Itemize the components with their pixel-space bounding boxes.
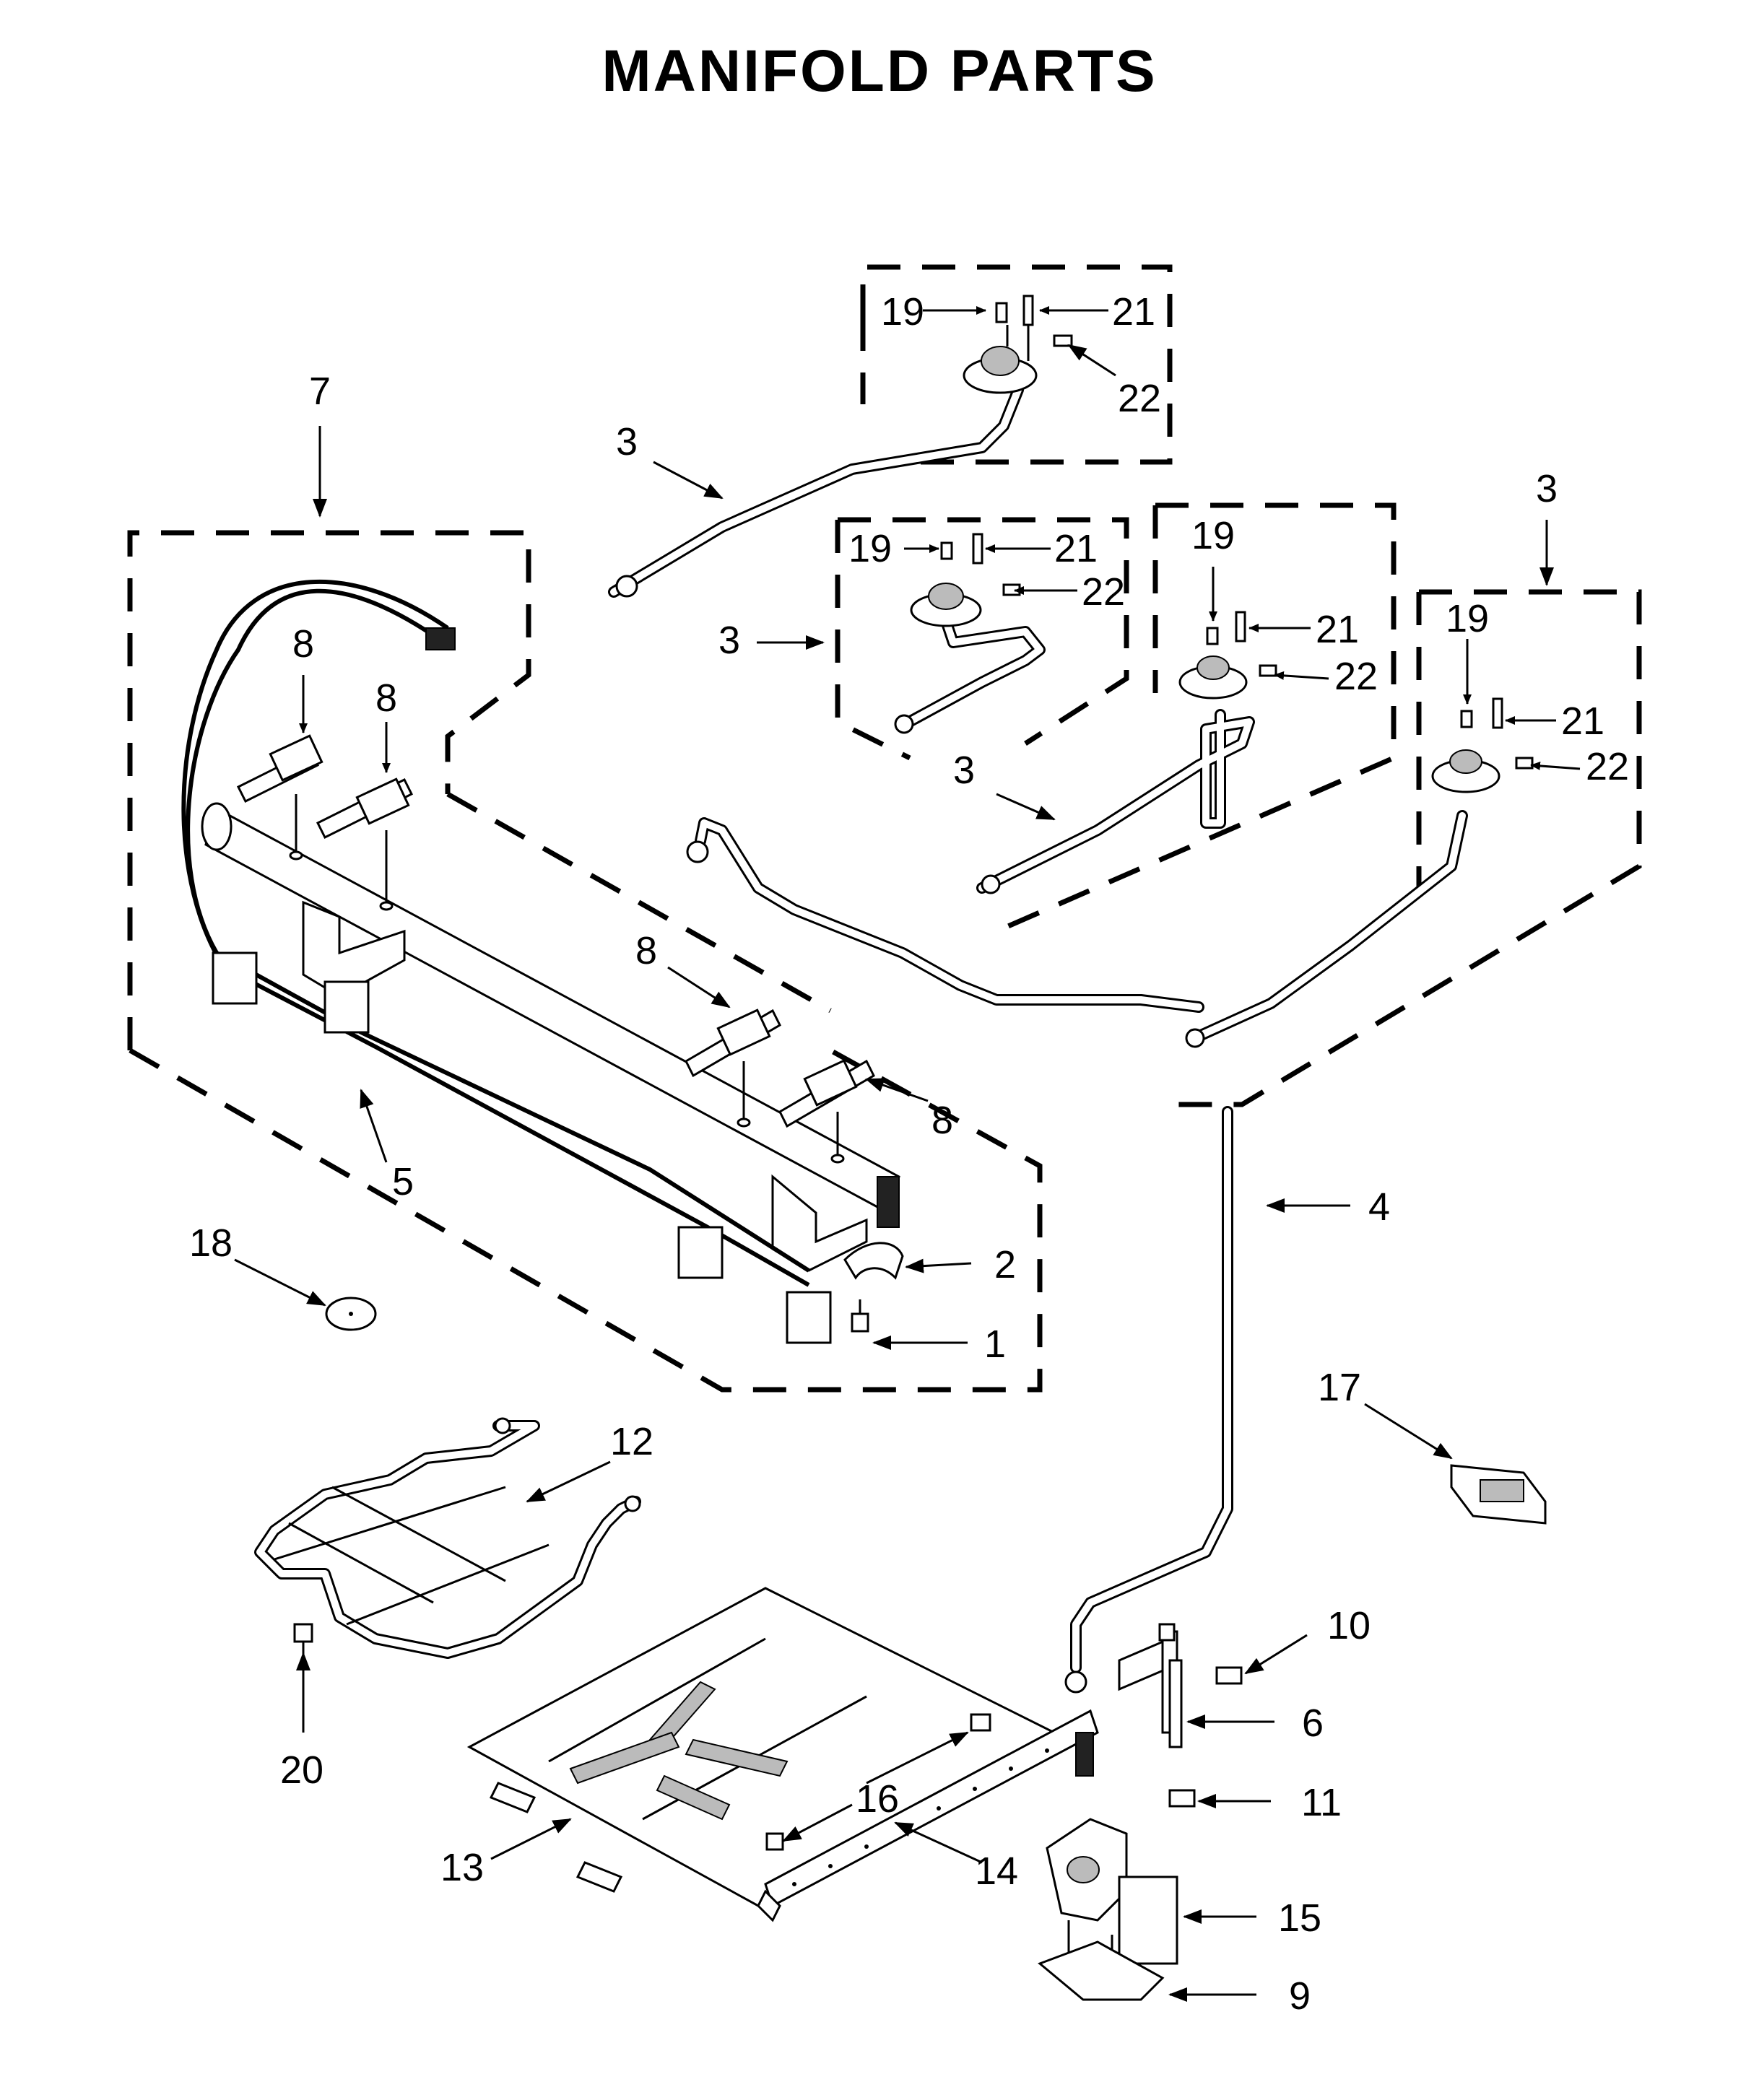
callout-10: 10 [1327, 1604, 1371, 1647]
broil-element [254, 1417, 641, 1659]
element-screw [293, 1623, 313, 1660]
valve-heat-shield [1038, 1940, 1165, 2001]
igniter-bracket [1118, 1623, 1183, 1748]
valve-screw [1168, 1789, 1196, 1808]
callout-numbers: 7 3 3 3 3 19 21 22 19 21 22 19 21 22 19 … [189, 290, 1629, 2018]
callout-18: 18 [189, 1221, 233, 1265]
manifold-clamp [843, 1242, 904, 1280]
callout-16: 16 [856, 1777, 899, 1821]
oven-safety-valve [1046, 1732, 1178, 1979]
callout-22-top: 22 [1118, 377, 1161, 420]
burner-valves [236, 734, 875, 1164]
callout-9: 9 [1289, 1974, 1311, 2018]
callout-21-top: 21 [1112, 290, 1155, 334]
callout-15: 15 [1278, 1896, 1321, 1940]
burner-screw [765, 1713, 991, 1851]
bracket-screw [1215, 1666, 1243, 1685]
oven-supply-tube [686, 817, 1204, 1013]
burner-plate [466, 1587, 1057, 1907]
callout-14: 14 [975, 1850, 1018, 1893]
manifold-pipe [201, 802, 900, 1272]
callout-8-c: 8 [635, 929, 657, 972]
callout-17: 17 [1318, 1366, 1361, 1409]
callout-1: 1 [984, 1323, 1006, 1366]
callout-22-far-right: 22 [1586, 745, 1629, 788]
callout-12: 12 [610, 1420, 653, 1463]
callout-8-a: 8 [292, 622, 314, 666]
callout-19-right: 19 [1191, 514, 1235, 557]
callout-22-right: 22 [1334, 655, 1378, 698]
middle-burner-valve [894, 533, 1046, 734]
callout-21-far-right: 21 [1561, 700, 1604, 743]
callout-21-right: 21 [1316, 608, 1359, 651]
callout-3-middle: 3 [718, 619, 740, 662]
callout-13: 13 [440, 1846, 484, 1889]
callout-5: 5 [392, 1160, 414, 1203]
callout-2: 2 [994, 1243, 1016, 1286]
callout-4: 4 [1368, 1185, 1390, 1229]
callout-21-middle: 21 [1054, 527, 1098, 570]
callout-19-top: 19 [881, 290, 924, 334]
callout-8-b: 8 [375, 676, 397, 720]
top-burner-valve [608, 295, 1073, 598]
callout-22-middle: 22 [1082, 570, 1125, 614]
far-right-burner-valve [1185, 697, 1534, 1048]
right-burner-valve [976, 611, 1277, 894]
dashed-group-outlines [127, 264, 1642, 1393]
callout-3-far-right: 3 [1536, 467, 1558, 510]
oven-burner [757, 1709, 1099, 1922]
callout-19-far-right: 19 [1446, 597, 1489, 640]
callout-7: 7 [309, 370, 331, 413]
callout-20: 20 [280, 1748, 323, 1792]
callout-3-right: 3 [953, 749, 975, 792]
disc-part [325, 1297, 377, 1331]
spark-module [1450, 1464, 1547, 1525]
main-supply-tube [1064, 1106, 1233, 1694]
callout-8-d: 8 [931, 1099, 953, 1142]
callout-11: 11 [1301, 1781, 1342, 1824]
callout-6: 6 [1302, 1702, 1324, 1745]
callout-3-top: 3 [616, 420, 638, 463]
wire-harness [181, 579, 832, 1344]
diagram-title: MANIFOLD PARTS [601, 38, 1158, 104]
manifold-screw [851, 1299, 869, 1333]
leader-lines [234, 306, 1581, 2002]
callout-19-middle: 19 [848, 527, 892, 570]
